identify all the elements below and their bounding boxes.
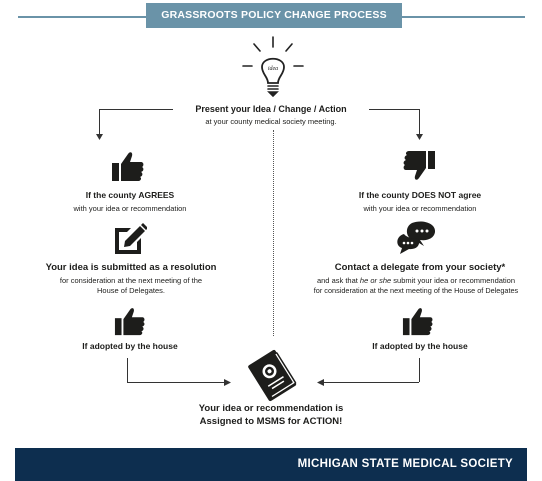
lightbulb-icon: idea: [241, 35, 305, 101]
arrow-left: [317, 379, 324, 386]
disagree-subtitle: with your idea or recommendation: [363, 204, 477, 213]
connector-left-run: [127, 382, 225, 383]
disagree-title: If the county DOES NOT agree: [358, 190, 482, 200]
bulb-label: idea: [268, 66, 278, 72]
resolution-line2: House of Delegates.: [97, 286, 165, 295]
center-divider: [273, 130, 274, 336]
page-title: GRASSROOTS POLICY CHANGE PROCESS: [146, 3, 402, 28]
adopted-right: If adopted by the house: [372, 341, 468, 351]
certificate-icon: [246, 348, 300, 402]
arrow-right: [224, 379, 231, 386]
connector-left-drop: [127, 358, 128, 382]
thumbs-down-icon: [402, 149, 436, 183]
resolution-title: Your idea is submitted as a resolution: [45, 262, 217, 273]
branch-drop-left: [99, 109, 100, 135]
contact-line1: and ask that he or she submit your idea …: [290, 276, 542, 286]
header-rule-left: [18, 16, 148, 18]
contact-line2: for consideration at the next meeting of…: [313, 286, 519, 295]
contact-line1-em: he or she: [359, 276, 392, 285]
start-title: Present your Idea / Change / Action: [195, 104, 347, 114]
result-line1: Your idea or recommendation is: [198, 403, 344, 414]
edit-icon: [111, 222, 147, 256]
arrow-down-right: [416, 134, 423, 140]
start-subtitle: at your county medical society meeting.: [205, 117, 337, 126]
connector-right-drop: [419, 358, 420, 382]
adopted-left: If adopted by the house: [82, 341, 178, 351]
result-line2: Assigned to MSMS for ACTION!: [199, 416, 343, 427]
footer-org: MICHIGAN STATE MEDICAL SOCIETY: [15, 448, 527, 481]
arrow-down-left: [96, 134, 103, 140]
branch-line-right: [369, 109, 419, 110]
contact-line1-pre: and ask that: [316, 276, 360, 285]
contact-line1-post: submit your idea or recommendation: [391, 276, 516, 285]
thumbs-up-icon-adopted-right: [402, 305, 434, 337]
agree-title: If the county AGREES: [85, 190, 175, 200]
thumbs-up-icon-adopted-left: [114, 305, 146, 337]
chat-bubbles-icon: [396, 219, 438, 257]
header-rule-right: [400, 16, 525, 18]
thumbs-up-icon: [111, 149, 145, 183]
resolution-line1: for consideration at the next meeting of…: [59, 276, 203, 285]
branch-line-left: [99, 109, 173, 110]
connector-right-run: [322, 382, 419, 383]
branch-drop-right: [419, 109, 420, 135]
contact-title: Contact a delegate from your society*: [334, 262, 506, 273]
agree-subtitle: with your idea or recommendation: [73, 204, 187, 213]
